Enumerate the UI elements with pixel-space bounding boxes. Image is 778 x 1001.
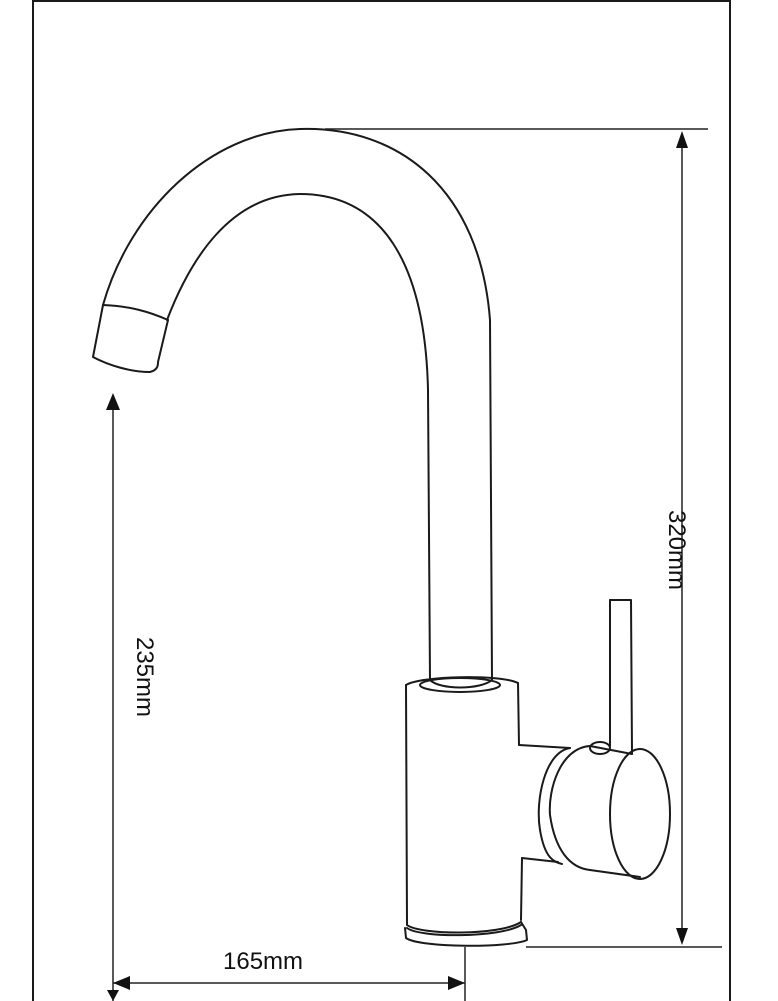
base-flange <box>404 921 528 947</box>
dimension-label-total-height: 320mm <box>663 509 690 591</box>
frame-border <box>32 0 731 1001</box>
dimension-label-spout-clearance: 235mm <box>131 636 158 718</box>
dimension-spout-clearance <box>106 393 120 1001</box>
cartridge-housing <box>537 745 671 880</box>
lever-handle <box>589 599 633 755</box>
spout-outlet <box>92 304 169 373</box>
riser-collar <box>405 676 519 693</box>
dimension-total-height <box>325 128 722 948</box>
dimension-spout-reach <box>113 947 466 1001</box>
body-cylinder <box>405 682 571 926</box>
spout-arc <box>102 127 493 681</box>
dimension-label-spout-reach: 165mm <box>223 948 304 975</box>
